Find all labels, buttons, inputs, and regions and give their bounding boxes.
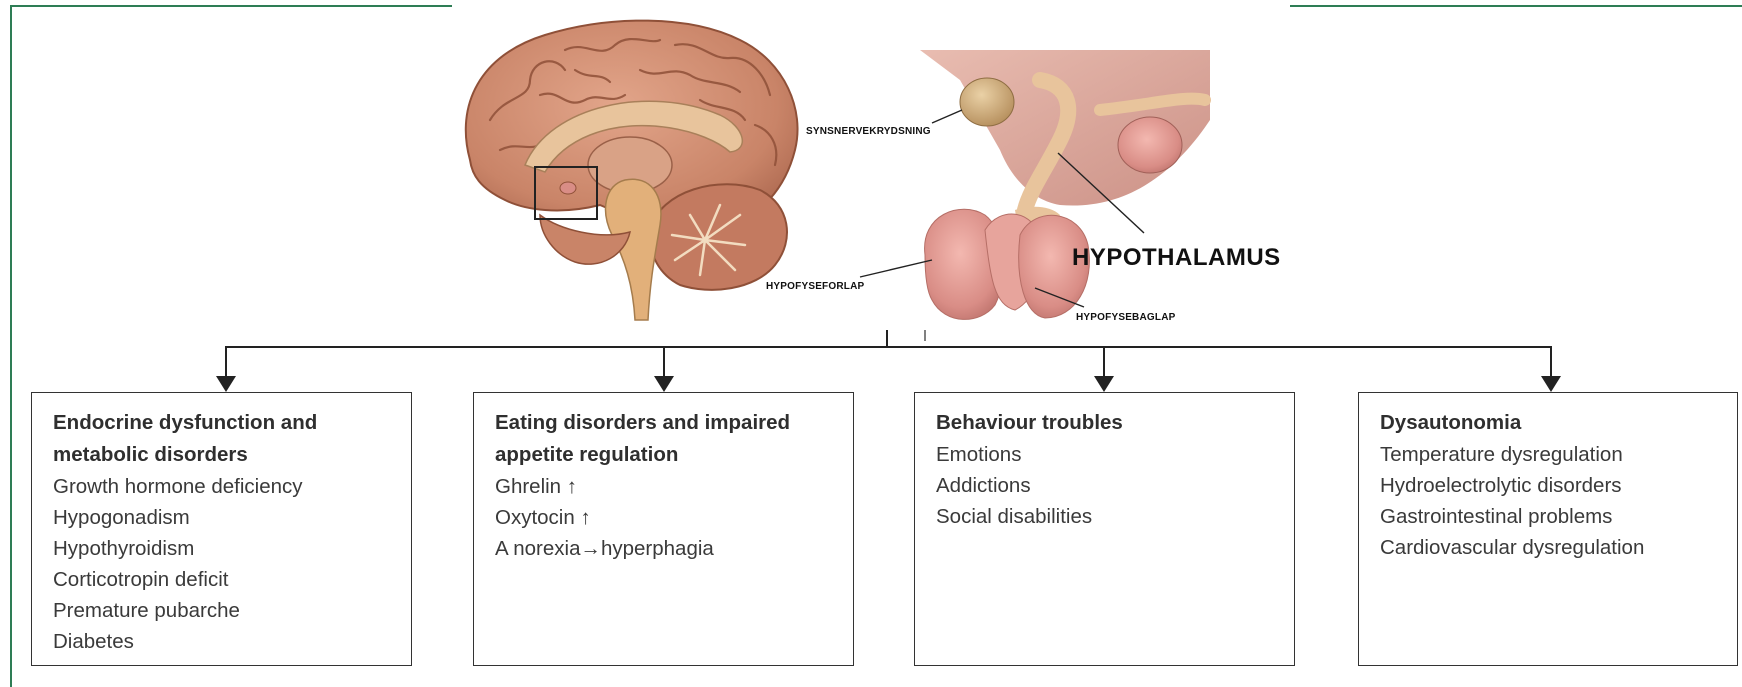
category-box-endocrine: Endocrine dysfunction and metabolic diso… — [31, 392, 412, 666]
box-title: Behaviour troubles — [936, 407, 1274, 439]
list-item: Ghrelin ↑ — [495, 471, 833, 502]
anterior-pituitary-label: HYPOFYSEFORLAP — [766, 281, 864, 292]
posterior-pituitary-label: HYPOFYSEBAGLAP — [1076, 312, 1175, 323]
list-item: Hypogonadism — [53, 502, 391, 533]
list-item: Hypothyroidism — [53, 533, 391, 564]
list-item: Oxytocin ↑ — [495, 502, 833, 533]
brain-sagittal-image — [466, 21, 798, 320]
hypothalamus-label: HYPOTHALAMUS — [1072, 244, 1281, 272]
list-item: Emotions — [936, 439, 1274, 470]
list-item: Diabetes — [53, 626, 391, 657]
pituitary-zoom-image — [920, 50, 1210, 319]
arrowhead-4 — [1541, 376, 1561, 392]
tree-connectors — [225, 330, 1552, 378]
list-item: Cardiovascular dysregulation — [1380, 532, 1717, 563]
list-item: Social disabilities — [936, 501, 1274, 532]
list-item: A norexia→hyperphagia — [495, 533, 833, 564]
box-title: Endocrine dysfunction and metabolic diso… — [53, 407, 391, 471]
arrowhead-3 — [1094, 376, 1114, 392]
arrowhead-1 — [216, 376, 236, 392]
list-item: Premature pubarche — [53, 595, 391, 626]
connector-arrowheads — [216, 376, 1561, 392]
box-item-list: Emotions Addictions Social disabilities — [936, 439, 1274, 532]
box-title: Eating disorders and impaired appetite r… — [495, 407, 833, 471]
leader-line-anterior-pituitary — [860, 260, 932, 277]
leader-line-optic-chiasm — [932, 110, 962, 123]
category-box-eating: Eating disorders and impaired appetite r… — [473, 392, 854, 666]
box-title: Dysautonomia — [1380, 407, 1717, 439]
category-box-dysautonomia: Dysautonomia Temperature dysregulation H… — [1358, 392, 1738, 666]
optic-chiasm-label: SYNSNERVEKRYDSNING — [806, 126, 931, 137]
list-item: Hydroelectrolytic disorders — [1380, 470, 1717, 501]
list-item: Addictions — [936, 470, 1274, 501]
box-item-list: Ghrelin ↑ Oxytocin ↑ A norexia→hyperphag… — [495, 471, 833, 564]
list-item: Corticotropin deficit — [53, 564, 391, 595]
arrowhead-2 — [654, 376, 674, 392]
list-item: Gastrointestinal problems — [1380, 501, 1717, 532]
list-item: Temperature dysregulation — [1380, 439, 1717, 470]
list-item: Growth hormone deficiency — [53, 471, 391, 502]
category-box-behaviour: Behaviour troubles Emotions Addictions S… — [914, 392, 1295, 666]
box-item-list: Temperature dysregulation Hydroelectroly… — [1380, 439, 1717, 563]
box-item-list: Growth hormone deficiency Hypogonadism H… — [53, 471, 391, 657]
